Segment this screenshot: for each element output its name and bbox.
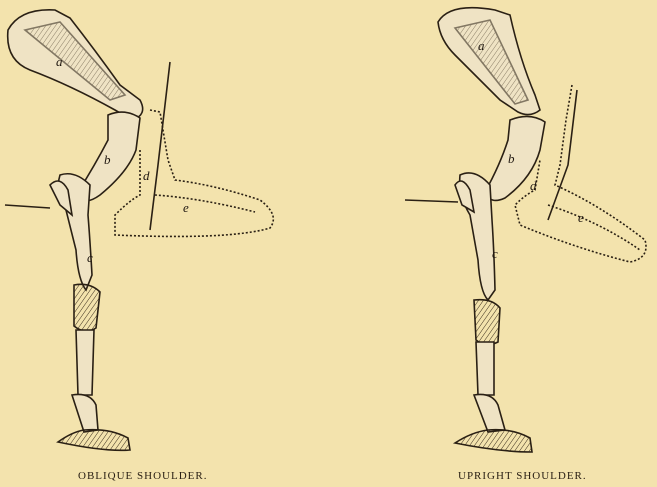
caption-upright-shoulder: UPRIGHT SHOULDER. bbox=[458, 470, 587, 482]
cannon-left bbox=[76, 330, 94, 395]
label-a-left: a bbox=[56, 54, 63, 69]
hoof-left bbox=[58, 430, 130, 451]
caption-oblique-shoulder: OBLIQUE SHOULDER. bbox=[78, 470, 207, 482]
label-b-right: b bbox=[508, 151, 515, 166]
knee-left bbox=[74, 284, 100, 331]
label-d-left: d bbox=[143, 168, 150, 183]
dotted-outline-left-2 bbox=[155, 195, 255, 212]
dotted-outline-right-2 bbox=[548, 205, 640, 250]
pastern-left bbox=[72, 394, 98, 432]
oblique-shoulder-figure: a b c d e bbox=[5, 10, 273, 451]
cannon-right bbox=[476, 342, 494, 395]
label-c-right: c bbox=[492, 246, 498, 261]
label-b-left: b bbox=[104, 152, 111, 167]
label-e-right: e bbox=[578, 210, 584, 225]
label-e-left: e bbox=[183, 200, 189, 215]
upright-shoulder-figure: a b c d e bbox=[405, 8, 646, 452]
hoof-right bbox=[455, 430, 532, 452]
label-a-right: a bbox=[478, 38, 485, 53]
pastern-right bbox=[474, 394, 505, 432]
label-d-right: d bbox=[530, 178, 537, 193]
label-c-left: c bbox=[87, 250, 93, 265]
knee-right bbox=[474, 300, 500, 345]
